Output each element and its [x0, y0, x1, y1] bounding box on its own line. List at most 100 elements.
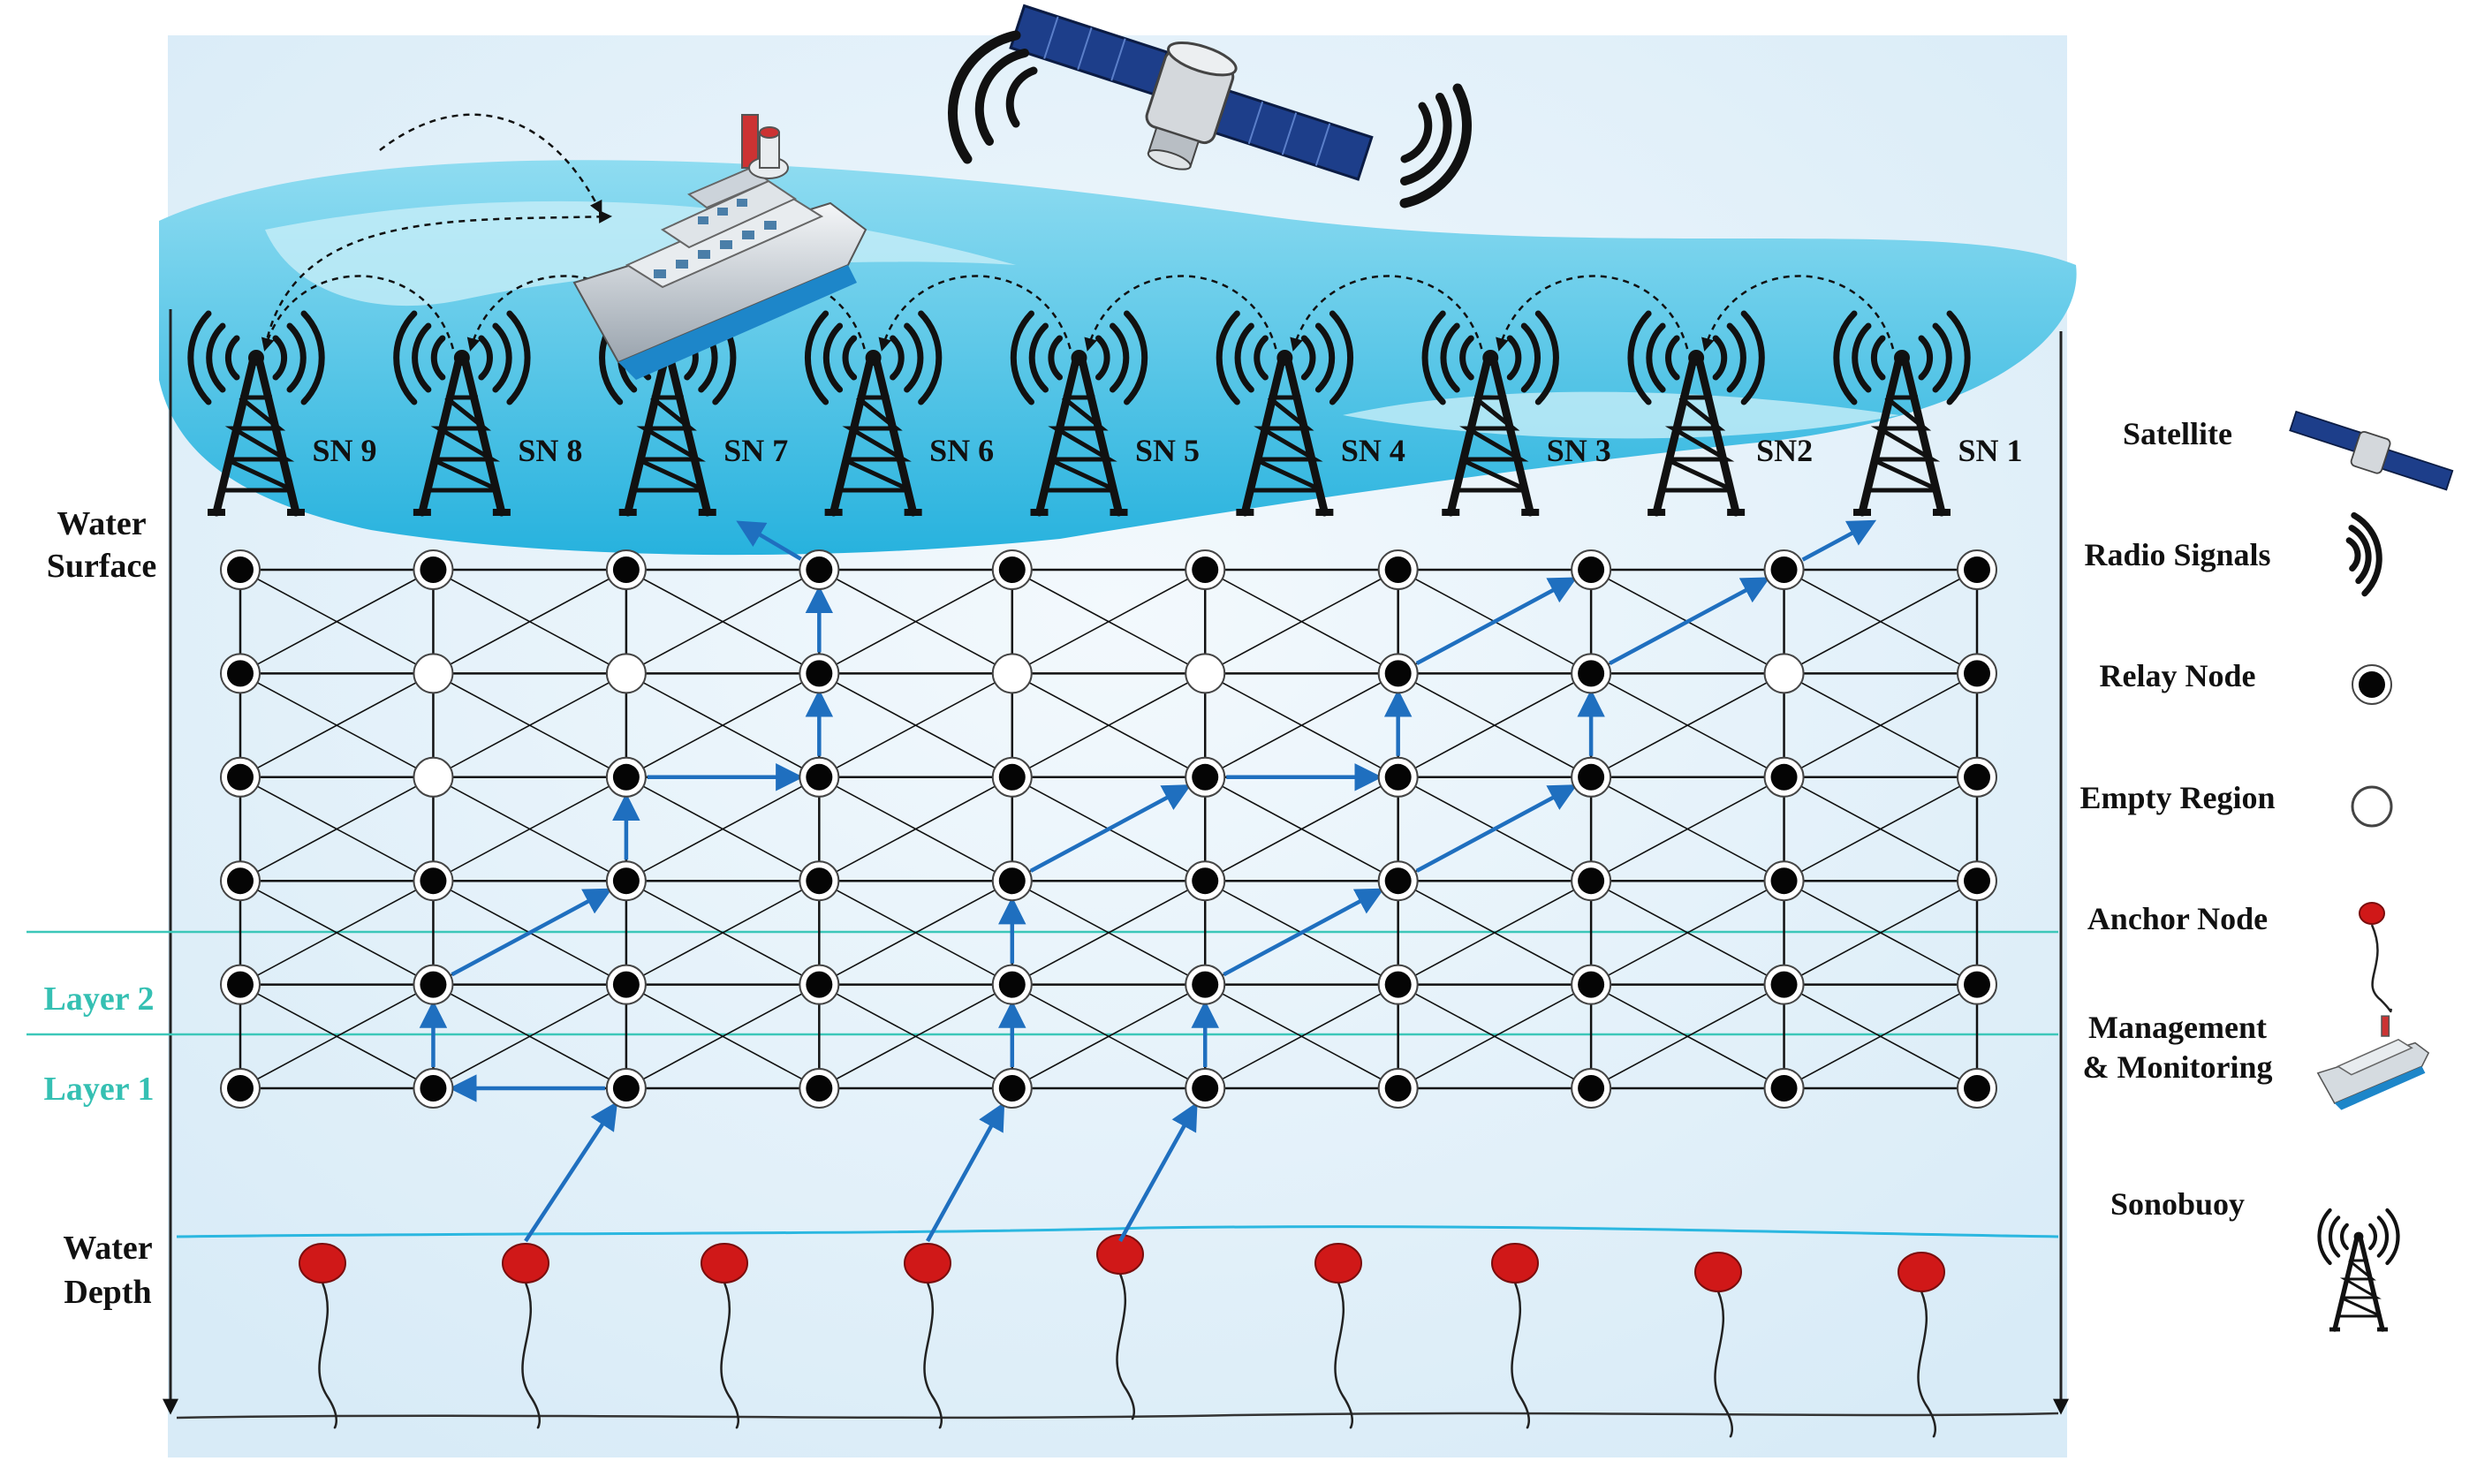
tower-wave	[1627, 310, 1652, 405]
node-core	[1384, 1075, 1412, 1102]
hop-arc	[261, 275, 455, 352]
anchor-tether	[1334, 1282, 1353, 1429]
node-core	[1964, 867, 1990, 895]
node-core	[1770, 867, 1798, 895]
node-core	[1578, 556, 1605, 583]
relay-node	[799, 964, 840, 1005]
node-core	[227, 1075, 254, 1102]
anchor-buoy	[1898, 1252, 1945, 1292]
node-core	[227, 971, 254, 998]
empty-region-node	[605, 653, 647, 694]
grid-diagonal	[625, 569, 820, 675]
relay-node	[1377, 549, 1419, 590]
hop-arc	[263, 209, 612, 350]
node-ring	[991, 653, 1033, 694]
sonobuoy-station	[1216, 310, 1354, 517]
grid-diagonal	[1590, 983, 1784, 1089]
grid-diagonal	[1398, 672, 1592, 778]
relay-node	[991, 1068, 1033, 1109]
tower-wave	[2317, 1208, 2332, 1266]
water-depth-line2: Depth	[64, 1274, 151, 1311]
grid-diagonal	[818, 776, 1013, 882]
grid-diagonal	[1011, 880, 1206, 986]
tower-wave	[804, 310, 829, 405]
relay-node	[799, 860, 840, 902]
tower-wave	[1646, 322, 1666, 393]
tower-braces	[2336, 1259, 2382, 1318]
grid-diagonal	[1784, 983, 1978, 1089]
tower-wave	[1254, 335, 1269, 381]
relay-node	[605, 549, 647, 590]
empty-region-node	[1185, 653, 1226, 694]
node-core	[806, 660, 833, 687]
grid-nodes	[220, 549, 1997, 1109]
tower-wave	[1459, 335, 1474, 381]
tower-wave	[1216, 310, 1240, 405]
radio-signal-icon	[948, 30, 1038, 164]
tower-braces	[836, 395, 912, 493]
node-core	[420, 556, 447, 583]
tower-wave	[1740, 310, 1765, 405]
relay-node	[1957, 1068, 1997, 1109]
node-core	[998, 556, 1026, 583]
grid-diagonal	[239, 569, 434, 675]
legend-label: & Monitoring	[2083, 1049, 2273, 1085]
tower-wave	[1300, 335, 1316, 381]
hop-arc	[878, 275, 1072, 352]
node-core	[1384, 556, 1412, 583]
sonobuoy-station	[393, 310, 531, 517]
route-arrow	[926, 1102, 1005, 1243]
radio-signal-icon	[2345, 511, 2382, 597]
node-core	[612, 867, 640, 895]
node-core	[1964, 971, 1990, 998]
satellite-icon	[2289, 410, 2454, 491]
node-core	[227, 556, 254, 583]
node-core	[612, 763, 640, 791]
station-label: SN 8	[518, 433, 582, 468]
node-core	[998, 971, 1026, 998]
anchor-buoy	[701, 1243, 748, 1283]
radio-signal-icon	[1399, 83, 1472, 208]
relay-node	[1571, 1068, 1612, 1109]
wave	[2351, 511, 2382, 597]
station-label: SN 6	[929, 433, 994, 468]
wave	[2348, 525, 2372, 585]
grid-diagonal	[625, 672, 820, 778]
tower-wave	[1028, 322, 1049, 393]
anchor-buoy	[1096, 1234, 1144, 1275]
grid-diagonal	[1011, 672, 1206, 778]
route-arrow	[1029, 784, 1192, 873]
sonobuoy-station	[1627, 310, 1765, 517]
anchor-node-icon	[701, 1243, 748, 1429]
relay-node	[1185, 860, 1226, 902]
relay-node	[799, 653, 840, 694]
anchor-buoy	[2359, 902, 2385, 925]
grid-diagonal	[818, 569, 1013, 675]
node-core	[612, 971, 640, 998]
anchor-buoy	[1491, 1243, 1539, 1283]
anchor-node-icon	[904, 1243, 951, 1429]
node-core	[806, 867, 833, 895]
deck	[2336, 1038, 2413, 1076]
node-ring	[1763, 653, 1805, 694]
empty-region-node	[1763, 653, 1805, 694]
legend-label: Satellite	[2123, 416, 2232, 451]
tower-wave	[1712, 335, 1728, 381]
relay-node	[1377, 756, 1419, 798]
anchor-tether	[720, 1282, 739, 1429]
anchor-tether	[521, 1282, 541, 1429]
node-core	[1384, 971, 1412, 998]
grid-diagonal	[1590, 776, 1784, 882]
tower-wave	[822, 322, 844, 393]
tower-wave	[1833, 310, 1858, 405]
layer1-label: Layer 1	[44, 1071, 155, 1108]
node-core	[1964, 763, 1990, 791]
water-surface-line1: Water	[57, 505, 146, 542]
node-core	[420, 1075, 447, 1102]
grid-diagonal	[1784, 880, 1978, 986]
anchor-nodes	[299, 1234, 1945, 1438]
tower-wave	[1726, 322, 1746, 393]
grid-diagonal	[1398, 880, 1592, 986]
relay-node	[1377, 653, 1419, 694]
